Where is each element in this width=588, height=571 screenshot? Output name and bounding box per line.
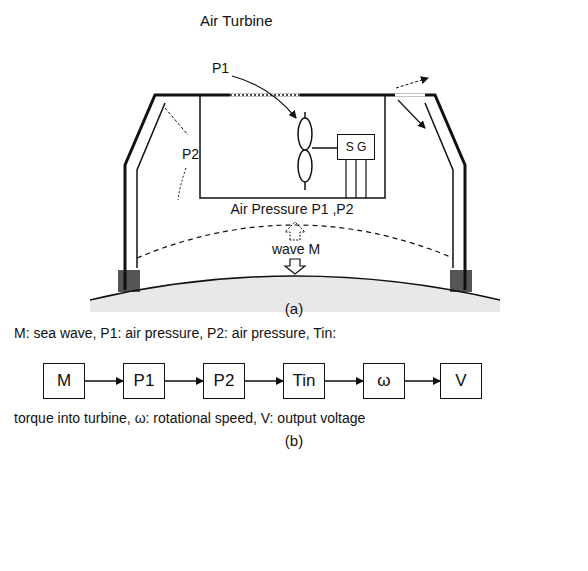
caption-line: M: sea wave, P1: air pressure, P2: air p…	[14, 325, 336, 341]
shaft	[312, 147, 337, 149]
box-text: Tin	[293, 371, 316, 391]
process-box: P2	[203, 363, 245, 399]
duct	[200, 95, 385, 198]
valve-gap	[230, 94, 300, 97]
water-surface	[90, 276, 500, 300]
chamber-wall	[125, 95, 465, 290]
pressure-label: Air Pressure P1 ,P2	[231, 201, 354, 217]
process-box: V	[440, 363, 482, 399]
flow-arrow	[325, 380, 363, 382]
valve-gap	[395, 94, 425, 97]
box-text: ω	[377, 371, 390, 391]
wall-base	[118, 270, 140, 292]
box-text: P2	[214, 371, 235, 391]
process-box: ω	[363, 363, 405, 399]
down-arrow	[285, 259, 305, 274]
process-box: P1	[123, 363, 165, 399]
wall-base	[450, 270, 472, 292]
valve-flap	[165, 108, 188, 135]
generator-box: S G	[337, 134, 375, 160]
turbine-blade	[298, 118, 312, 150]
box-text: M	[57, 371, 71, 391]
wave-crest	[137, 225, 453, 258]
chamber-wall-inner	[137, 103, 453, 268]
flow-arrow	[405, 380, 440, 382]
part-name: Air Turbine	[200, 12, 273, 29]
valve	[230, 94, 300, 96]
wave-label: wave M	[272, 241, 320, 257]
valve-flap	[396, 78, 428, 88]
panel-label: (a)	[285, 300, 303, 317]
wire	[345, 160, 346, 198]
process-box: M	[43, 363, 85, 399]
box-text: S G	[346, 140, 367, 154]
panel-label: (b)	[285, 432, 303, 449]
box-text: V	[455, 371, 466, 391]
pressure-label: P1	[212, 60, 229, 76]
flow-arrow	[245, 380, 283, 382]
process-box: Tin	[283, 363, 325, 399]
flow-arrow	[165, 380, 203, 382]
pressure-label: P2	[182, 146, 199, 162]
p2-leader	[178, 168, 186, 200]
wire	[355, 160, 356, 198]
p1-leader	[232, 76, 296, 118]
turbine-blade	[298, 150, 312, 182]
flow-arrow	[85, 380, 123, 382]
box-text: P1	[134, 371, 155, 391]
outflow-arrow	[398, 100, 425, 128]
caption-line: torque into turbine, ω: rotational speed…	[14, 410, 365, 426]
wire	[365, 160, 366, 198]
up-arrow	[285, 222, 305, 240]
